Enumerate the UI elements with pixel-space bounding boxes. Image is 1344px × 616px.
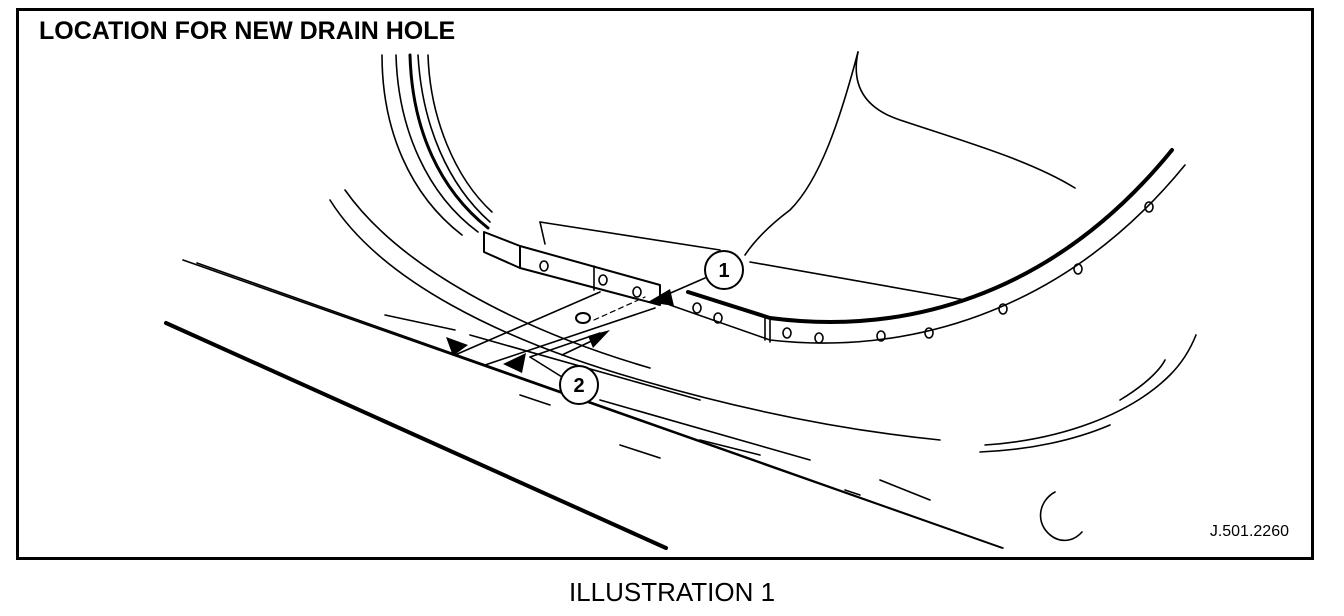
floor-contour-lines (329, 189, 1197, 542)
body-curve (744, 51, 1076, 256)
dimension-arrow-left (446, 337, 468, 356)
leader-lines (529, 277, 706, 378)
svg-text:2: 2 (573, 375, 584, 397)
illustration-title: LOCATION FOR NEW DRAIN HOLE (39, 17, 456, 45)
svg-text:1: 1 (718, 260, 729, 282)
new-drain-hole (575, 312, 591, 324)
sill-edge-line (164, 321, 668, 550)
drain-hole-centerline (593, 296, 646, 321)
illustration-frame: LOCATION FOR NEW DRAIN HOLE J.501.2260 (16, 8, 1314, 560)
drain-hole-arrow (588, 330, 610, 348)
callout-1: 1 (704, 250, 744, 290)
dimension-lines (454, 291, 656, 366)
reinforcement-flange (483, 148, 1186, 344)
floor-panel-lines (182, 259, 1004, 549)
pillar-curve (381, 53, 493, 236)
dimension-arrow-right (503, 353, 526, 373)
illustration-caption: ILLUSTRATION 1 (568, 577, 776, 607)
arrowheads (446, 289, 674, 373)
flange-holes (539, 201, 1154, 344)
drawing-reference-number: J.501.2260 (1209, 523, 1289, 540)
callout-2: 2 (559, 365, 599, 405)
callout-1-arrow (648, 289, 674, 306)
